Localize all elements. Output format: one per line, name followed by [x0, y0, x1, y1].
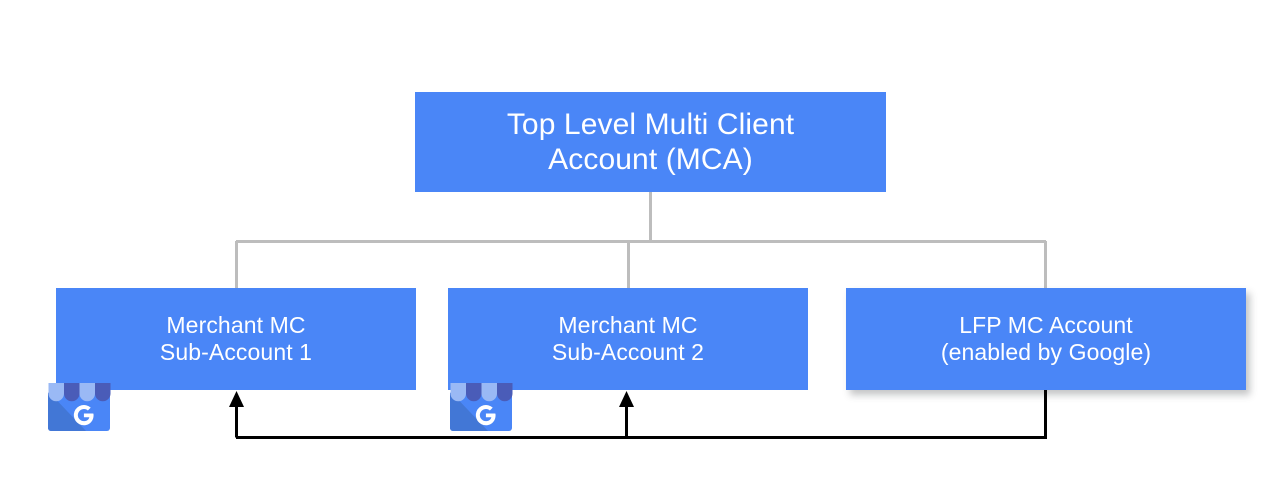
google-business-profile-icon	[48, 383, 111, 431]
feed-arrowhead-merchant-2	[619, 391, 634, 407]
google-business-profile-icon	[450, 383, 513, 431]
google-g-glyph	[73, 405, 94, 426]
node-merchant-sub-account-2-label: Merchant MC Sub-Account 2	[551, 311, 705, 365]
node-merchant-sub-account-1[interactable]: Merchant MC Sub-Account 1	[56, 288, 416, 390]
node-top-level-mca[interactable]: Top Level Multi Client Account (MCA)	[415, 92, 886, 192]
node-top-level-mca-label: Top Level Multi Client Account (MCA)	[506, 107, 795, 176]
node-merchant-sub-account-1-label: Merchant MC Sub-Account 1	[159, 311, 313, 365]
google-g-glyph	[475, 405, 496, 426]
feed-arrowhead-merchant-1	[229, 391, 244, 407]
node-merchant-sub-account-2[interactable]: Merchant MC Sub-Account 2	[448, 288, 808, 390]
node-lfp-mc-account[interactable]: LFP MC Account (enabled by Google)	[846, 288, 1246, 390]
node-lfp-mc-account-label: LFP MC Account (enabled by Google)	[940, 311, 1152, 365]
